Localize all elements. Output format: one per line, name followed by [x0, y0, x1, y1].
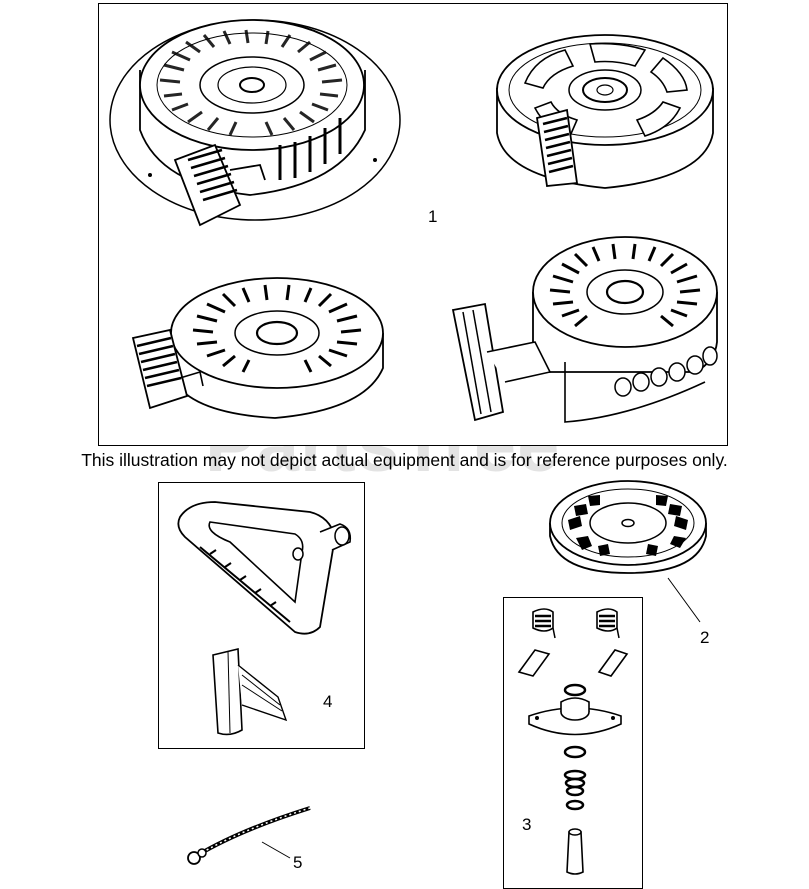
callout-2: 2: [700, 628, 710, 647]
pulley-drawing[interactable]: [548, 478, 708, 578]
handle-grip-drawing[interactable]: [208, 645, 298, 740]
callout-4: 4: [323, 692, 333, 711]
starter-rope-drawing[interactable]: [180, 800, 320, 870]
starter-box-drawing[interactable]: [445, 232, 720, 442]
spring-kit-drawing[interactable]: [505, 600, 639, 885]
starter-spoked-drawing[interactable]: [495, 28, 717, 198]
disclaimer-text: This illustration may not depict actual …: [81, 450, 728, 470]
handle-bracket-drawing[interactable]: [170, 492, 360, 642]
starter-flange-drawing[interactable]: [100, 10, 401, 240]
callout-5: 5: [293, 853, 303, 872]
callout-1: 1: [428, 207, 438, 226]
callout-3: 3: [522, 815, 532, 834]
starter-grille-drawing[interactable]: [125, 268, 390, 428]
